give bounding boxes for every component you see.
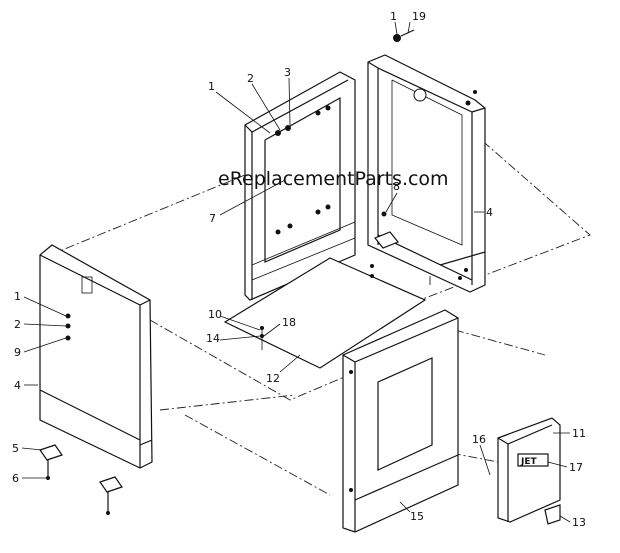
callout-7: 7 <box>209 212 216 225</box>
nameplate-label: JET <box>520 457 537 467</box>
top-fasteners <box>370 29 477 278</box>
callout-1-left: 1 <box>14 290 21 303</box>
watermark: eReplacementParts.com <box>218 168 449 190</box>
callout-18: 18 <box>282 316 296 329</box>
back-frame-panel <box>244 71 356 301</box>
callout-15: 15 <box>410 510 424 523</box>
front-door-panel <box>342 309 459 533</box>
leveling-feet <box>39 444 123 515</box>
callout-19: 19 <box>412 10 426 23</box>
switch-box: JET <box>497 417 561 525</box>
callout-4-left: 4 <box>14 379 21 392</box>
callout-16: 16 <box>472 433 486 446</box>
callout-4-right: 4 <box>486 206 493 219</box>
bottom-shelf-panel <box>223 257 427 369</box>
callout-11: 11 <box>572 427 586 440</box>
callout-9: 9 <box>14 346 21 359</box>
callout-12: 12 <box>266 372 280 385</box>
callout-1-top: 1 <box>390 10 397 23</box>
right-side-frame-panel <box>367 54 486 293</box>
callout-2-left: 2 <box>14 318 21 331</box>
left-side-panel <box>39 244 153 469</box>
callout-10: 10 <box>208 308 222 321</box>
callout-1-upper: 1 <box>208 80 215 93</box>
callout-leader-lines <box>21 21 571 523</box>
callout-2-upper: 2 <box>247 72 254 85</box>
callout-14: 14 <box>206 332 220 345</box>
callout-8: 8 <box>393 180 400 193</box>
callout-13: 13 <box>572 516 586 529</box>
callout-5: 5 <box>12 442 19 455</box>
callout-17: 17 <box>569 461 583 474</box>
callout-3: 3 <box>284 66 291 79</box>
callout-6: 6 <box>12 472 19 485</box>
callout-labels: 1 19 1 2 3 7 8 4 1 2 9 4 5 6 10 18 14 12… <box>12 10 586 529</box>
